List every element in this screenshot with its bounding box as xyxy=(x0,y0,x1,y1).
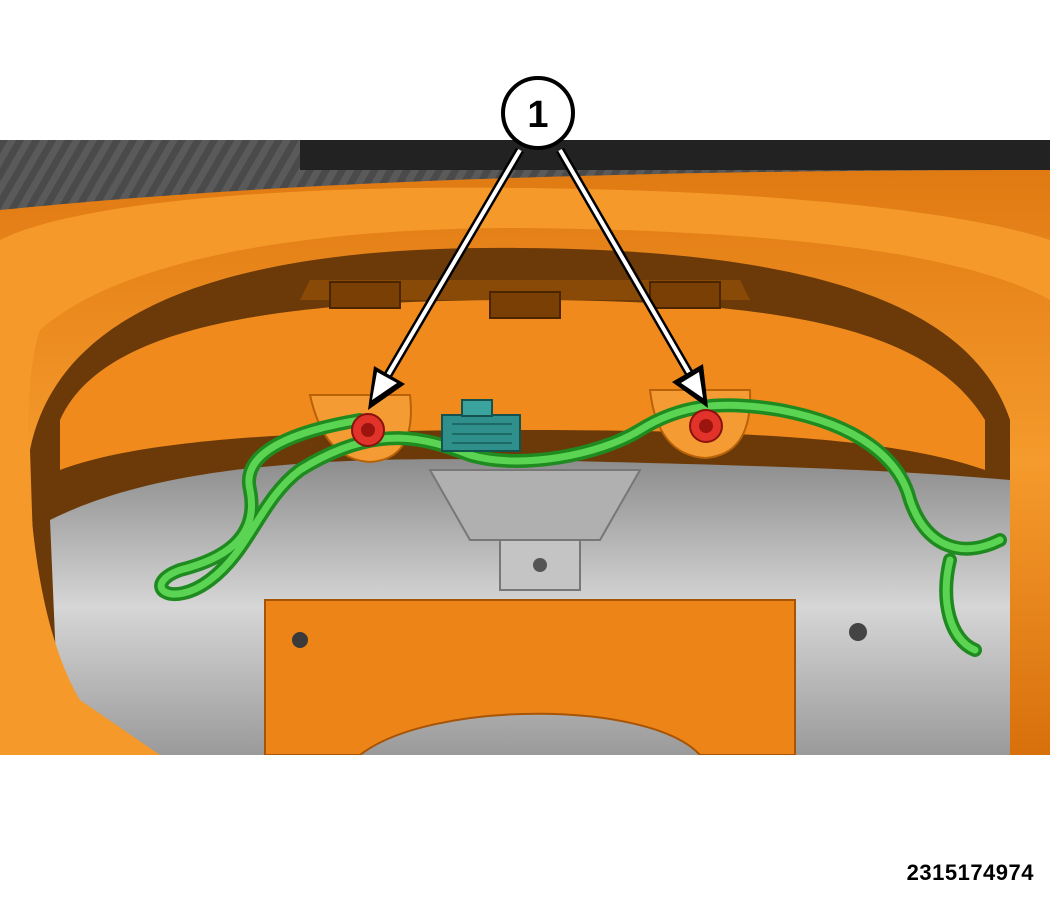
cluster-hood xyxy=(60,300,985,470)
callout-label: 1 xyxy=(527,94,548,136)
arrow-icon xyxy=(368,147,524,410)
arrow-icon xyxy=(556,147,708,408)
callout-balloon: 1 xyxy=(501,76,575,150)
bezel-frame xyxy=(0,187,1050,755)
figure-id: 2315174974 xyxy=(906,860,1034,885)
fastener-icon xyxy=(351,413,385,447)
scene xyxy=(0,140,1050,755)
fastener-icon xyxy=(689,409,723,443)
wiring-harness xyxy=(154,398,1007,657)
connector-icon xyxy=(441,399,521,452)
center-lower-bracket xyxy=(264,599,796,755)
